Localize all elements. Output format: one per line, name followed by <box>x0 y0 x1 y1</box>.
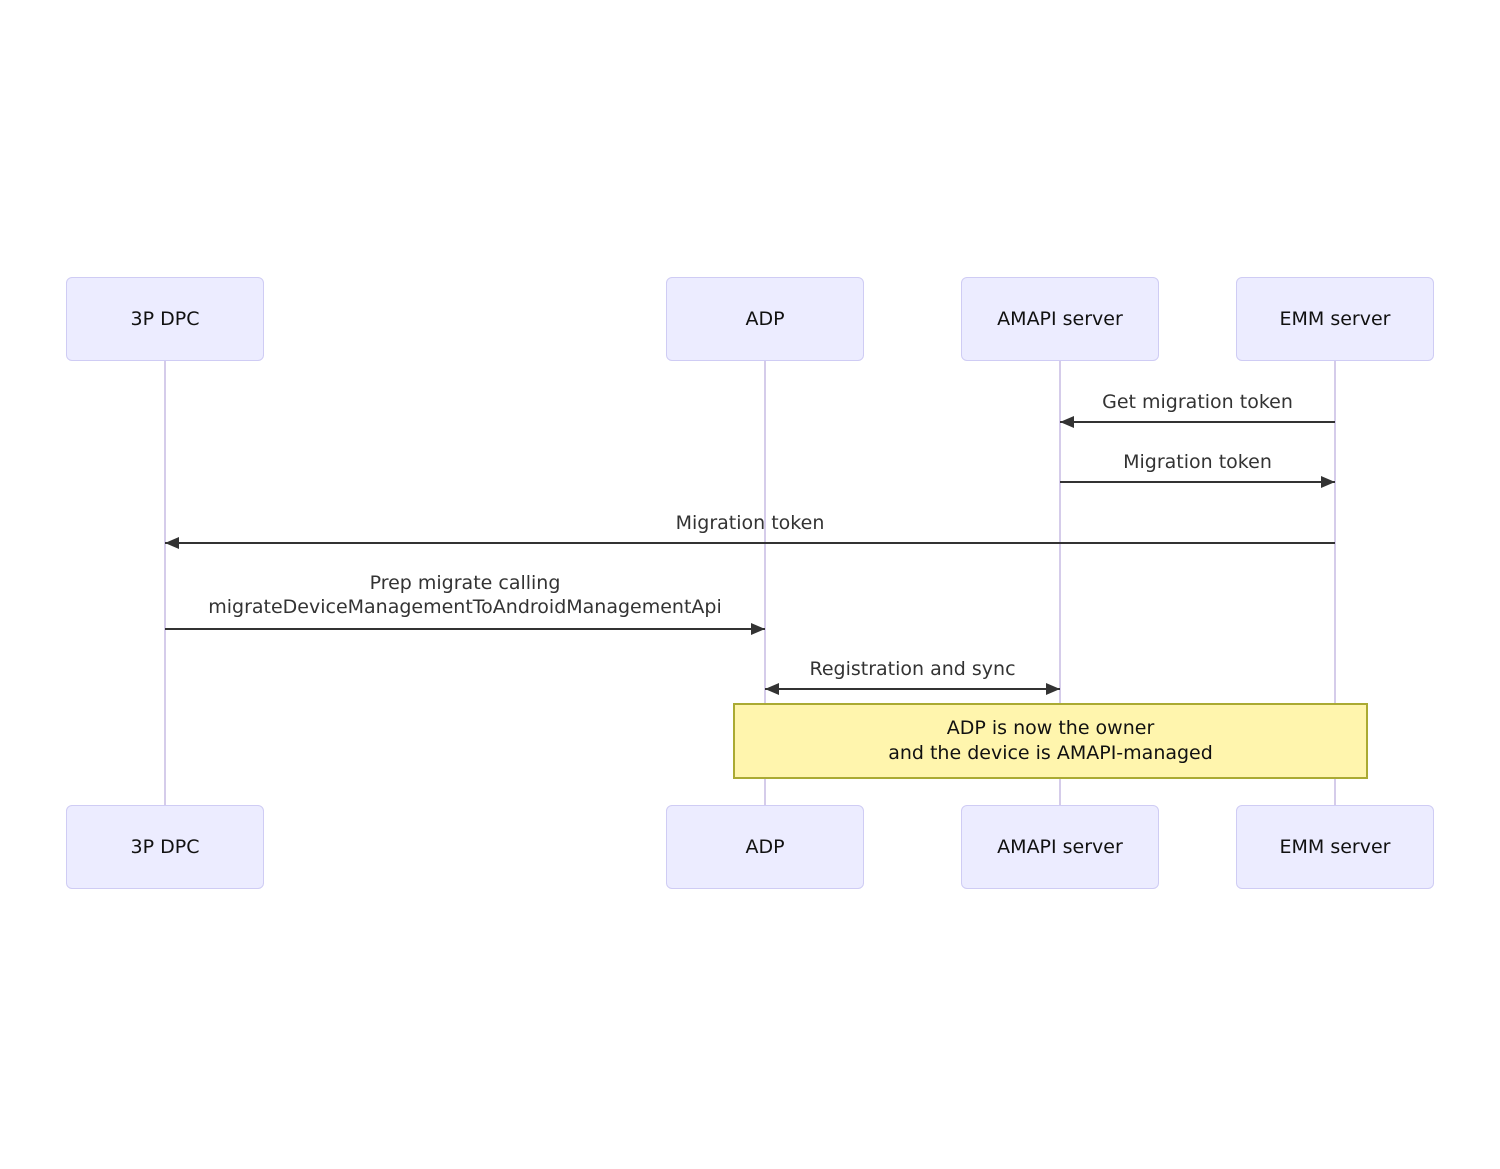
arrowhead-left-icon <box>765 683 779 695</box>
message-line <box>165 628 765 630</box>
arrowhead-right-icon <box>1321 476 1335 488</box>
lifeline-adp <box>764 361 766 805</box>
arrowhead-right-icon <box>751 623 765 635</box>
actor-label: AMAPI server <box>997 308 1123 330</box>
arrowhead-left-icon <box>165 537 179 549</box>
arrowhead-left-icon <box>1060 416 1074 428</box>
actor-label: ADP <box>745 836 785 858</box>
actor-label: ADP <box>745 308 785 330</box>
arrowhead-right-icon <box>1046 683 1060 695</box>
actor-bottom-amapi-server: AMAPI server <box>961 805 1159 889</box>
message-line <box>165 542 1335 544</box>
actor-bottom-adp: ADP <box>666 805 864 889</box>
note-line-2: and the device is AMAPI-managed <box>888 742 1213 764</box>
lifeline-amapi-server <box>1059 361 1061 805</box>
message-line <box>1060 421 1335 423</box>
message-label-line-1: Prep migrate calling <box>369 572 561 594</box>
note-adp-owner: ADP is now the owner and the device is A… <box>733 703 1368 779</box>
message-line <box>1060 481 1335 483</box>
message-label: Get migration token <box>1102 391 1293 413</box>
actor-bottom-emm-server: EMM server <box>1236 805 1434 889</box>
actor-label: AMAPI server <box>997 836 1123 858</box>
actor-top-amapi-server: AMAPI server <box>961 277 1159 361</box>
message-label-line-2: migrateDeviceManagementToAndroidManageme… <box>208 596 722 618</box>
lifeline-emm-server <box>1334 361 1336 805</box>
actor-label: EMM server <box>1279 836 1391 858</box>
message-label: Migration token <box>675 512 825 534</box>
message-line <box>765 688 1060 690</box>
message-label: Prep migrate calling migrateDeviceManage… <box>165 571 765 619</box>
actor-bottom-3p-dpc: 3P DPC <box>66 805 264 889</box>
actor-label: 3P DPC <box>130 308 200 330</box>
actor-label: EMM server <box>1279 308 1391 330</box>
actor-top-3p-dpc: 3P DPC <box>66 277 264 361</box>
lifeline-3p-dpc <box>164 361 166 805</box>
message-label: Migration token <box>1123 451 1272 473</box>
message-label: Registration and sync <box>809 658 1016 680</box>
note-line-1: ADP is now the owner <box>946 717 1155 739</box>
actor-top-emm-server: EMM server <box>1236 277 1434 361</box>
actor-top-adp: ADP <box>666 277 864 361</box>
actor-label: 3P DPC <box>130 836 200 858</box>
